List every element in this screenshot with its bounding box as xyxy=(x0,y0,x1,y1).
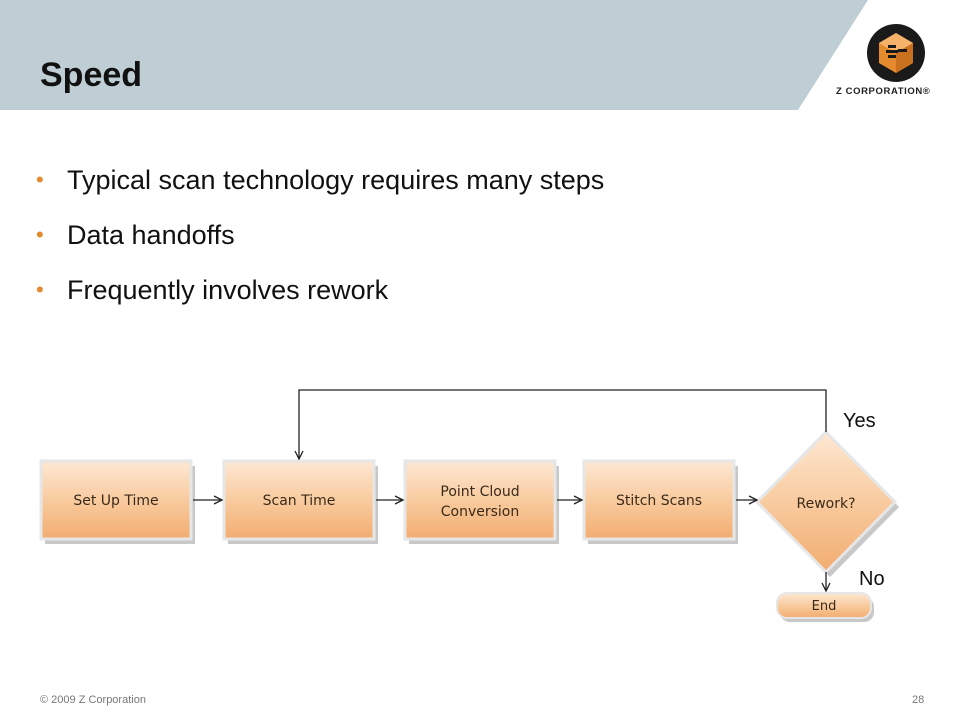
bullet-dot-icon: • xyxy=(36,277,44,302)
svg-text:Point Cloud: Point Cloud xyxy=(440,484,519,500)
zcorp-cube-icon xyxy=(867,24,925,82)
yes-label: Yes xyxy=(843,410,876,432)
step-set-up-time: Set Up Time xyxy=(39,459,195,544)
slide-title: Speed xyxy=(40,56,143,94)
step-point-cloud-conversion: Point Cloud Conversion xyxy=(403,459,559,544)
process-flowchart: Set Up Time Scan Time Point Cloud Conver… xyxy=(39,389,899,622)
no-label: No xyxy=(859,568,885,590)
header-band xyxy=(0,0,868,110)
decision-rework: Rework? xyxy=(754,429,899,577)
svg-text:End: End xyxy=(812,599,837,614)
logo-wordmark: Z CORPORATION® xyxy=(836,86,931,97)
arrow-rework-yes-loop xyxy=(299,389,827,459)
bullet-list: •Typical scan technology requires many s… xyxy=(36,160,604,325)
svg-text:Rework?: Rework? xyxy=(796,496,855,512)
svg-text:Conversion: Conversion xyxy=(441,504,520,520)
page-number: 28 xyxy=(912,694,925,706)
footer-copyright: © 2009 Z Corporation xyxy=(40,694,146,706)
bullet-dot-icon: • xyxy=(36,222,44,247)
svg-text:Set Up Time: Set Up Time xyxy=(73,493,158,509)
bullet-item: •Frequently involves rework xyxy=(36,270,604,325)
bullet-dot-icon: • xyxy=(36,167,44,192)
bullet-item: •Typical scan technology requires many s… xyxy=(36,160,604,215)
bullet-item: •Data handoffs xyxy=(36,215,604,270)
svg-text:Stitch Scans: Stitch Scans xyxy=(616,493,702,509)
step-scan-time: Scan Time xyxy=(222,459,378,544)
end-terminal: End xyxy=(776,592,874,622)
step-stitch-scans: Stitch Scans xyxy=(582,459,738,544)
svg-text:Scan Time: Scan Time xyxy=(263,493,336,509)
